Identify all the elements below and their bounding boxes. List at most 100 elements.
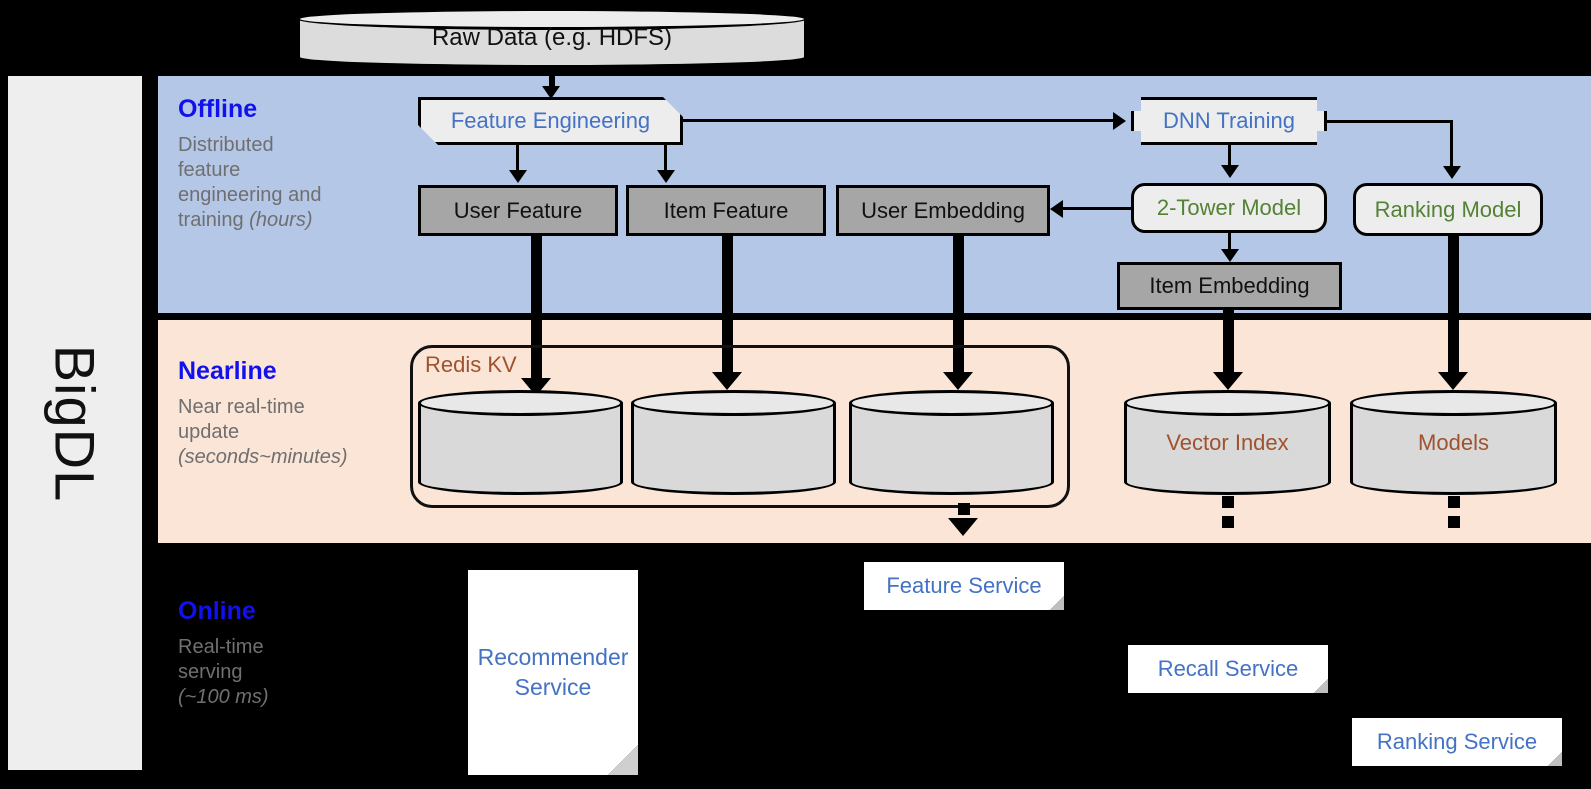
connector-models-ranking-stub-2 [1448,516,1460,528]
offline-sub-line-1: Distributed [178,133,274,156]
arrowhead-userembedding-store [943,372,973,390]
models-cylinder[interactable]: Models [1350,390,1557,495]
online-sub-italic: (~100 ms) [178,685,269,708]
item-embedding-node[interactable]: Item Embedding [1117,262,1342,310]
offline-sub-line-4: training [178,208,250,231]
pipe-itemembedding-vectorindex [1223,310,1234,378]
offline-caption: Offline Distributed feature engineering … [178,95,378,233]
arrowhead-twotower-userembedding [1050,200,1063,218]
online-sub-line-1: Real-time [178,635,264,658]
raw-data-cylinder: Raw Data (e.g. HDFS) [297,8,807,68]
ranking-model-node[interactable]: Ranking Model [1353,183,1543,236]
raw-data-label: Raw Data (e.g. HDFS) [431,24,673,51]
connector-twotower-userembedding [1063,207,1133,210]
offline-sub-line-3: engineering and [178,183,322,206]
connector-fe-itemfeature [664,145,667,173]
nearline-title: Nearline [178,357,277,385]
redis-kv-container [410,345,1070,508]
arrowhead-itemembedding-vectorindex [1213,372,1243,390]
nearline-sub-italic: (seconds~minutes) [178,445,348,468]
item-feature-store-cylinder[interactable] [631,390,836,495]
item-feature-label: Item Feature [663,197,789,223]
user-embedding-label: User Embedding [861,197,1025,223]
cylinder-body [1350,403,1557,482]
connector-models-ranking-stub-1 [1448,496,1460,508]
arrowhead-dnn-ranking [1443,166,1461,179]
cylinder-body [1124,403,1331,482]
vector-index-label: Vector Index [1166,429,1289,455]
arrowhead-fe-itemfeature [657,170,675,183]
dnn-training-label: DNN Training [1162,108,1296,133]
pipe-itemfeature-store [722,236,733,378]
connector-dnn-twotower [1228,145,1231,167]
cylinder-top [1124,390,1331,416]
cylinder-top [418,390,623,416]
offline-title: Offline [178,95,258,123]
online-title: Online [178,597,256,625]
pipe-rankingmodel-models [1448,236,1459,378]
ranking-model-label: Ranking Model [1374,196,1522,222]
bigdl-rail [8,76,142,770]
arrowhead-itemfeature-store [712,372,742,390]
arrowhead-rankingmodel-models [1438,372,1468,390]
pipe-userembedding-store [953,236,964,378]
arrowhead-store-featureservice [948,518,978,536]
offline-sub-line-2: feature [178,158,241,181]
connector-twotower-itemembedding [1228,233,1231,251]
offline-subtitle: Distributed feature engineering and trai… [178,133,378,233]
user-embedding-store-cylinder[interactable] [849,390,1054,495]
connector-dnn-ranking-v [1450,120,1453,168]
connector-dnn-ranking-h [1327,120,1453,123]
user-feature-node[interactable]: User Feature [418,185,618,236]
recommender-service-label: Recommender Service [477,643,629,700]
user-embedding-node[interactable]: User Embedding [836,185,1050,236]
connector-vectorindex-recall-stub-1 [1222,496,1234,508]
cylinder-top [631,390,836,416]
feature-service-label: Feature Service [886,573,1042,598]
item-feature-store-label [631,390,836,495]
vector-index-cylinder[interactable]: Vector Index [1124,390,1331,495]
nearline-sub-line-1: Near real-time [178,395,305,418]
redis-kv-label: Redis KV [425,352,517,377]
nearline-caption: Nearline Near real-time update (seconds~… [178,357,378,470]
user-feature-store-cylinder[interactable] [418,390,623,495]
item-embedding-label: Item Embedding [1149,273,1310,298]
item-feature-node[interactable]: Item Feature [626,185,826,236]
cylinder-body [849,403,1054,482]
arrowhead-dnn-twotower [1221,165,1239,178]
connector-rawdata-fe [549,68,555,90]
cylinder-top [297,8,807,30]
dnn-training-node[interactable]: DNN Training [1131,97,1327,145]
user-embedding-store-label [849,390,1054,495]
models-label: Models [1418,429,1489,455]
arrowhead-twotower-itemembedding [1221,249,1239,262]
cylinder-body [418,403,623,482]
recommender-service-node[interactable]: Recommender Service [468,570,638,775]
connector-vectorindex-recall-stub-2 [1222,516,1234,528]
connector-fe-dnn [683,119,1113,122]
arrowhead-rawdata-fe [542,86,560,99]
recall-service-label: Recall Service [1157,656,1299,681]
ranking-service-node[interactable]: Ranking Service [1352,718,1562,766]
online-sub-line-2: serving [178,660,243,683]
ranking-service-label: Ranking Service [1376,729,1538,754]
user-feature-label: User Feature [453,197,583,223]
feature-service-node[interactable]: Feature Service [864,562,1064,610]
feature-engineering-node[interactable]: Feature Engineering [418,97,683,145]
cylinder-top [849,390,1054,416]
two-tower-model-node[interactable]: 2-Tower Model [1131,183,1327,233]
recall-service-node[interactable]: Recall Service [1128,645,1328,693]
arrowhead-fe-dnn [1113,112,1126,130]
nearline-sub-line-2: update [178,420,240,443]
cylinder-top [1350,390,1557,416]
feature-engineering-label: Feature Engineering [450,108,651,133]
connector-fe-userfeature [516,145,519,173]
arrowhead-fe-userfeature [509,170,527,183]
cylinder-body [631,403,836,482]
two-tower-model-label: 2-Tower Model [1156,195,1302,220]
user-feature-store-label [418,390,623,495]
online-caption: Online Real-time serving (~100 ms) [178,597,378,710]
connector-store-featureservice-stub [958,503,970,515]
bigdl-text: BigDL [43,344,107,502]
